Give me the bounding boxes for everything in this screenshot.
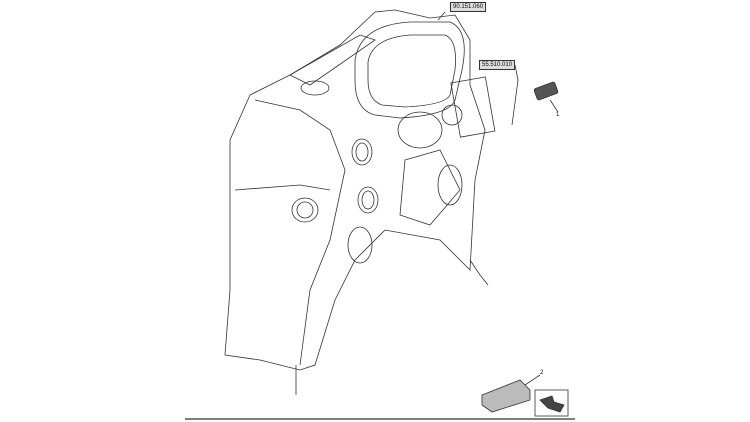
leader-line	[511, 64, 519, 126]
callout-number: 2	[540, 370, 544, 376]
reference-label[interactable]: 90.151.060	[450, 2, 487, 12]
callout-number: 1	[556, 112, 560, 118]
return-arrow-icon[interactable]	[534, 389, 569, 417]
switch-part-2	[481, 374, 541, 413]
dashboard-panel-drawing	[224, 9, 496, 395]
switch-part-1	[533, 81, 559, 113]
reference-label[interactable]: 55.510.010	[479, 60, 516, 70]
leader-line	[437, 11, 446, 21]
